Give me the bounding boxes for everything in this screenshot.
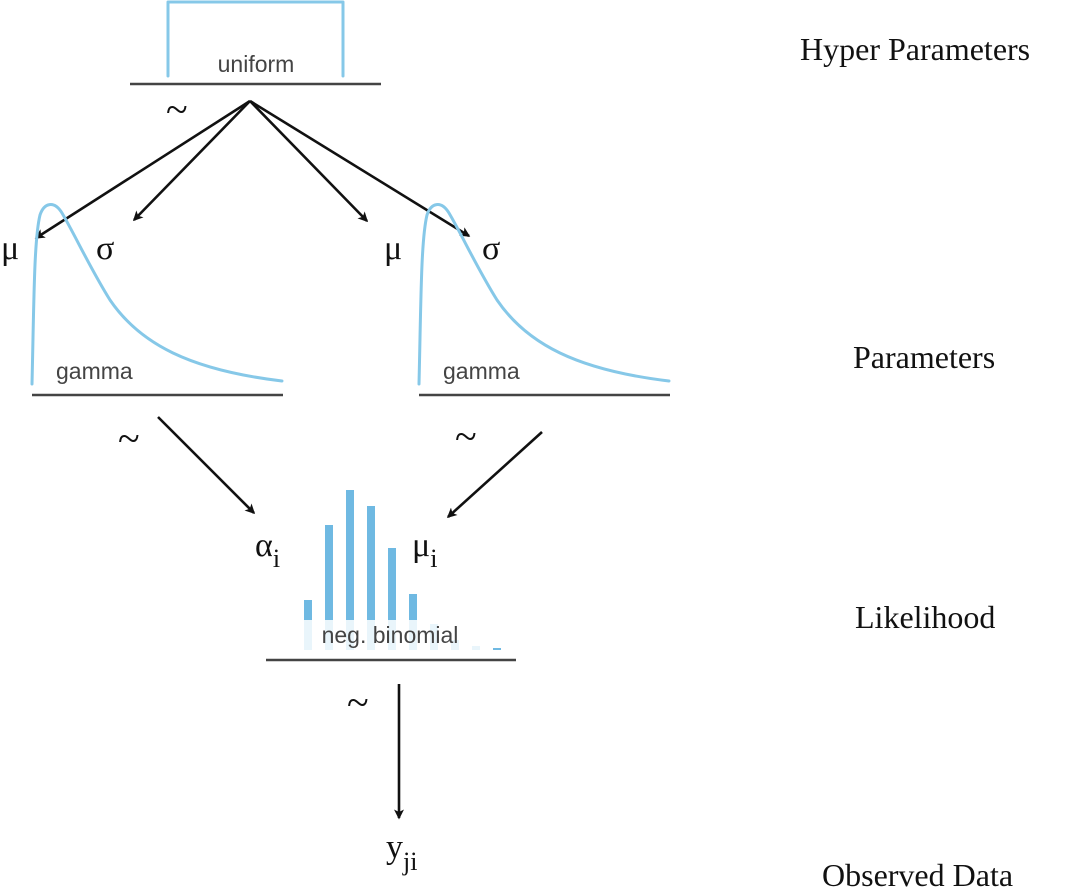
- gamma-left-label: gamma: [56, 358, 133, 384]
- tilde-hyper: ~: [166, 87, 188, 132]
- negbin-label: neg. binomial: [322, 622, 459, 648]
- arrow-hyper-to-mu-left: [34, 99, 251, 240]
- alpha-letter: α: [255, 527, 273, 564]
- y-ji-symbol: yji: [386, 829, 417, 876]
- arrow-gamma-left-to-alpha: [157, 416, 256, 515]
- tilde-likelihood: ~: [347, 680, 369, 725]
- uniform-density-curve: [166, 0, 345, 78]
- negbin-node: neg. binomial: [266, 490, 516, 662]
- uniform-distribution-node: uniform: [130, 0, 381, 86]
- gamma-right-label: gamma: [443, 358, 520, 384]
- gamma-left-density-curve: [30, 203, 284, 386]
- level-label-likelihood: Likelihood: [855, 599, 995, 635]
- sigma-right-symbol: σ: [482, 230, 500, 267]
- y-subscript: ji: [402, 847, 417, 876]
- arrow-hyper-to-sigma-left: [132, 100, 251, 222]
- mu-i-subscript: i: [430, 544, 437, 573]
- negbin-bar: [325, 525, 333, 650]
- y-letter: y: [386, 829, 403, 866]
- alpha-subscript: i: [273, 544, 280, 573]
- arrow-hyper-to-mu-right: [249, 100, 369, 223]
- uniform-label: uniform: [218, 51, 295, 77]
- sigma-left-symbol: σ: [96, 230, 114, 267]
- mu-left-symbol: μ: [1, 230, 19, 267]
- arrow-hyper-to-sigma-right: [249, 99, 471, 238]
- mu-i-symbol: μi: [412, 527, 437, 573]
- tilde-left-parameter: ~: [118, 416, 140, 461]
- gamma-right-density-curve: [417, 203, 671, 386]
- negbin-bar: [493, 648, 501, 650]
- gamma-left-node: gamma: [30, 203, 284, 397]
- mu-i-letter: μ: [412, 527, 430, 564]
- negbin-bar: [346, 490, 354, 650]
- level-label-parameters: Parameters: [853, 339, 995, 375]
- negbin-bar: [388, 548, 396, 650]
- level-label-hyper-parameters: Hyper Parameters: [800, 31, 1030, 67]
- mu-right-symbol: μ: [384, 230, 402, 267]
- negbin-bar: [367, 506, 375, 650]
- alpha-i-symbol: αi: [255, 527, 280, 573]
- gamma-right-node: gamma: [417, 203, 671, 397]
- level-label-observed-data: Observed Data: [822, 857, 1013, 890]
- tilde-right-parameter: ~: [455, 414, 477, 459]
- arrow-gamma-right-to-mu-i: [446, 431, 543, 519]
- negbin-label-backdrop: [296, 620, 482, 652]
